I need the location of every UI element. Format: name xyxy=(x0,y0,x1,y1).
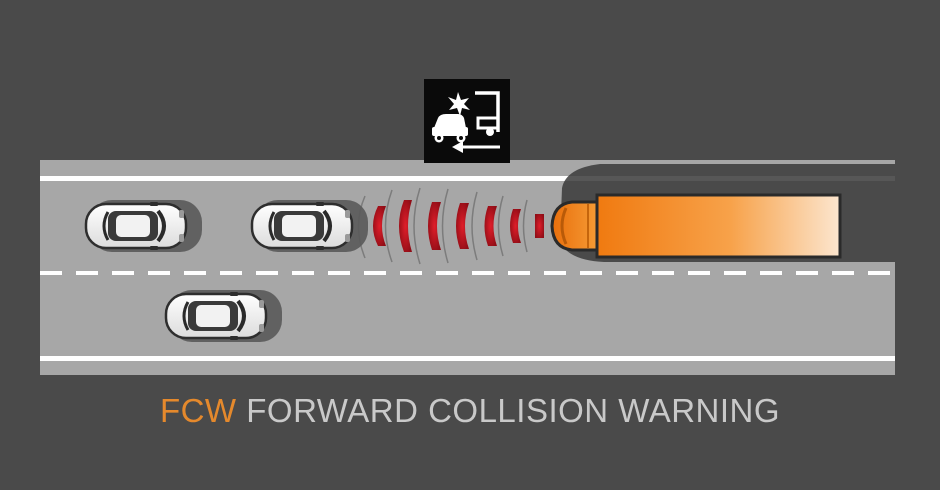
road-edge-bottom xyxy=(40,356,895,361)
car-icon xyxy=(164,288,284,344)
radar-wave-icon xyxy=(399,200,412,252)
radar-wave-icon xyxy=(510,209,521,243)
caption: FCW FORWARD COLLISION WARNING xyxy=(0,392,940,430)
truck xyxy=(550,193,842,259)
truck-cab xyxy=(550,200,599,252)
radar-waves xyxy=(357,187,544,265)
car-icon xyxy=(84,198,204,254)
radar-wave-icon xyxy=(535,214,544,238)
forward-collision-warning-icon xyxy=(424,79,510,163)
radar-wave-icon xyxy=(484,206,497,246)
caption-title: FORWARD COLLISION WARNING xyxy=(236,392,781,429)
radar-wave-icon xyxy=(456,203,469,249)
car-icon xyxy=(250,198,370,254)
radar-wave-icon xyxy=(373,206,386,246)
caption-abbreviation: FCW xyxy=(159,392,237,429)
truck-trailer xyxy=(595,193,842,259)
road-edge-top xyxy=(40,176,895,181)
radar-wave-icon xyxy=(428,202,441,250)
